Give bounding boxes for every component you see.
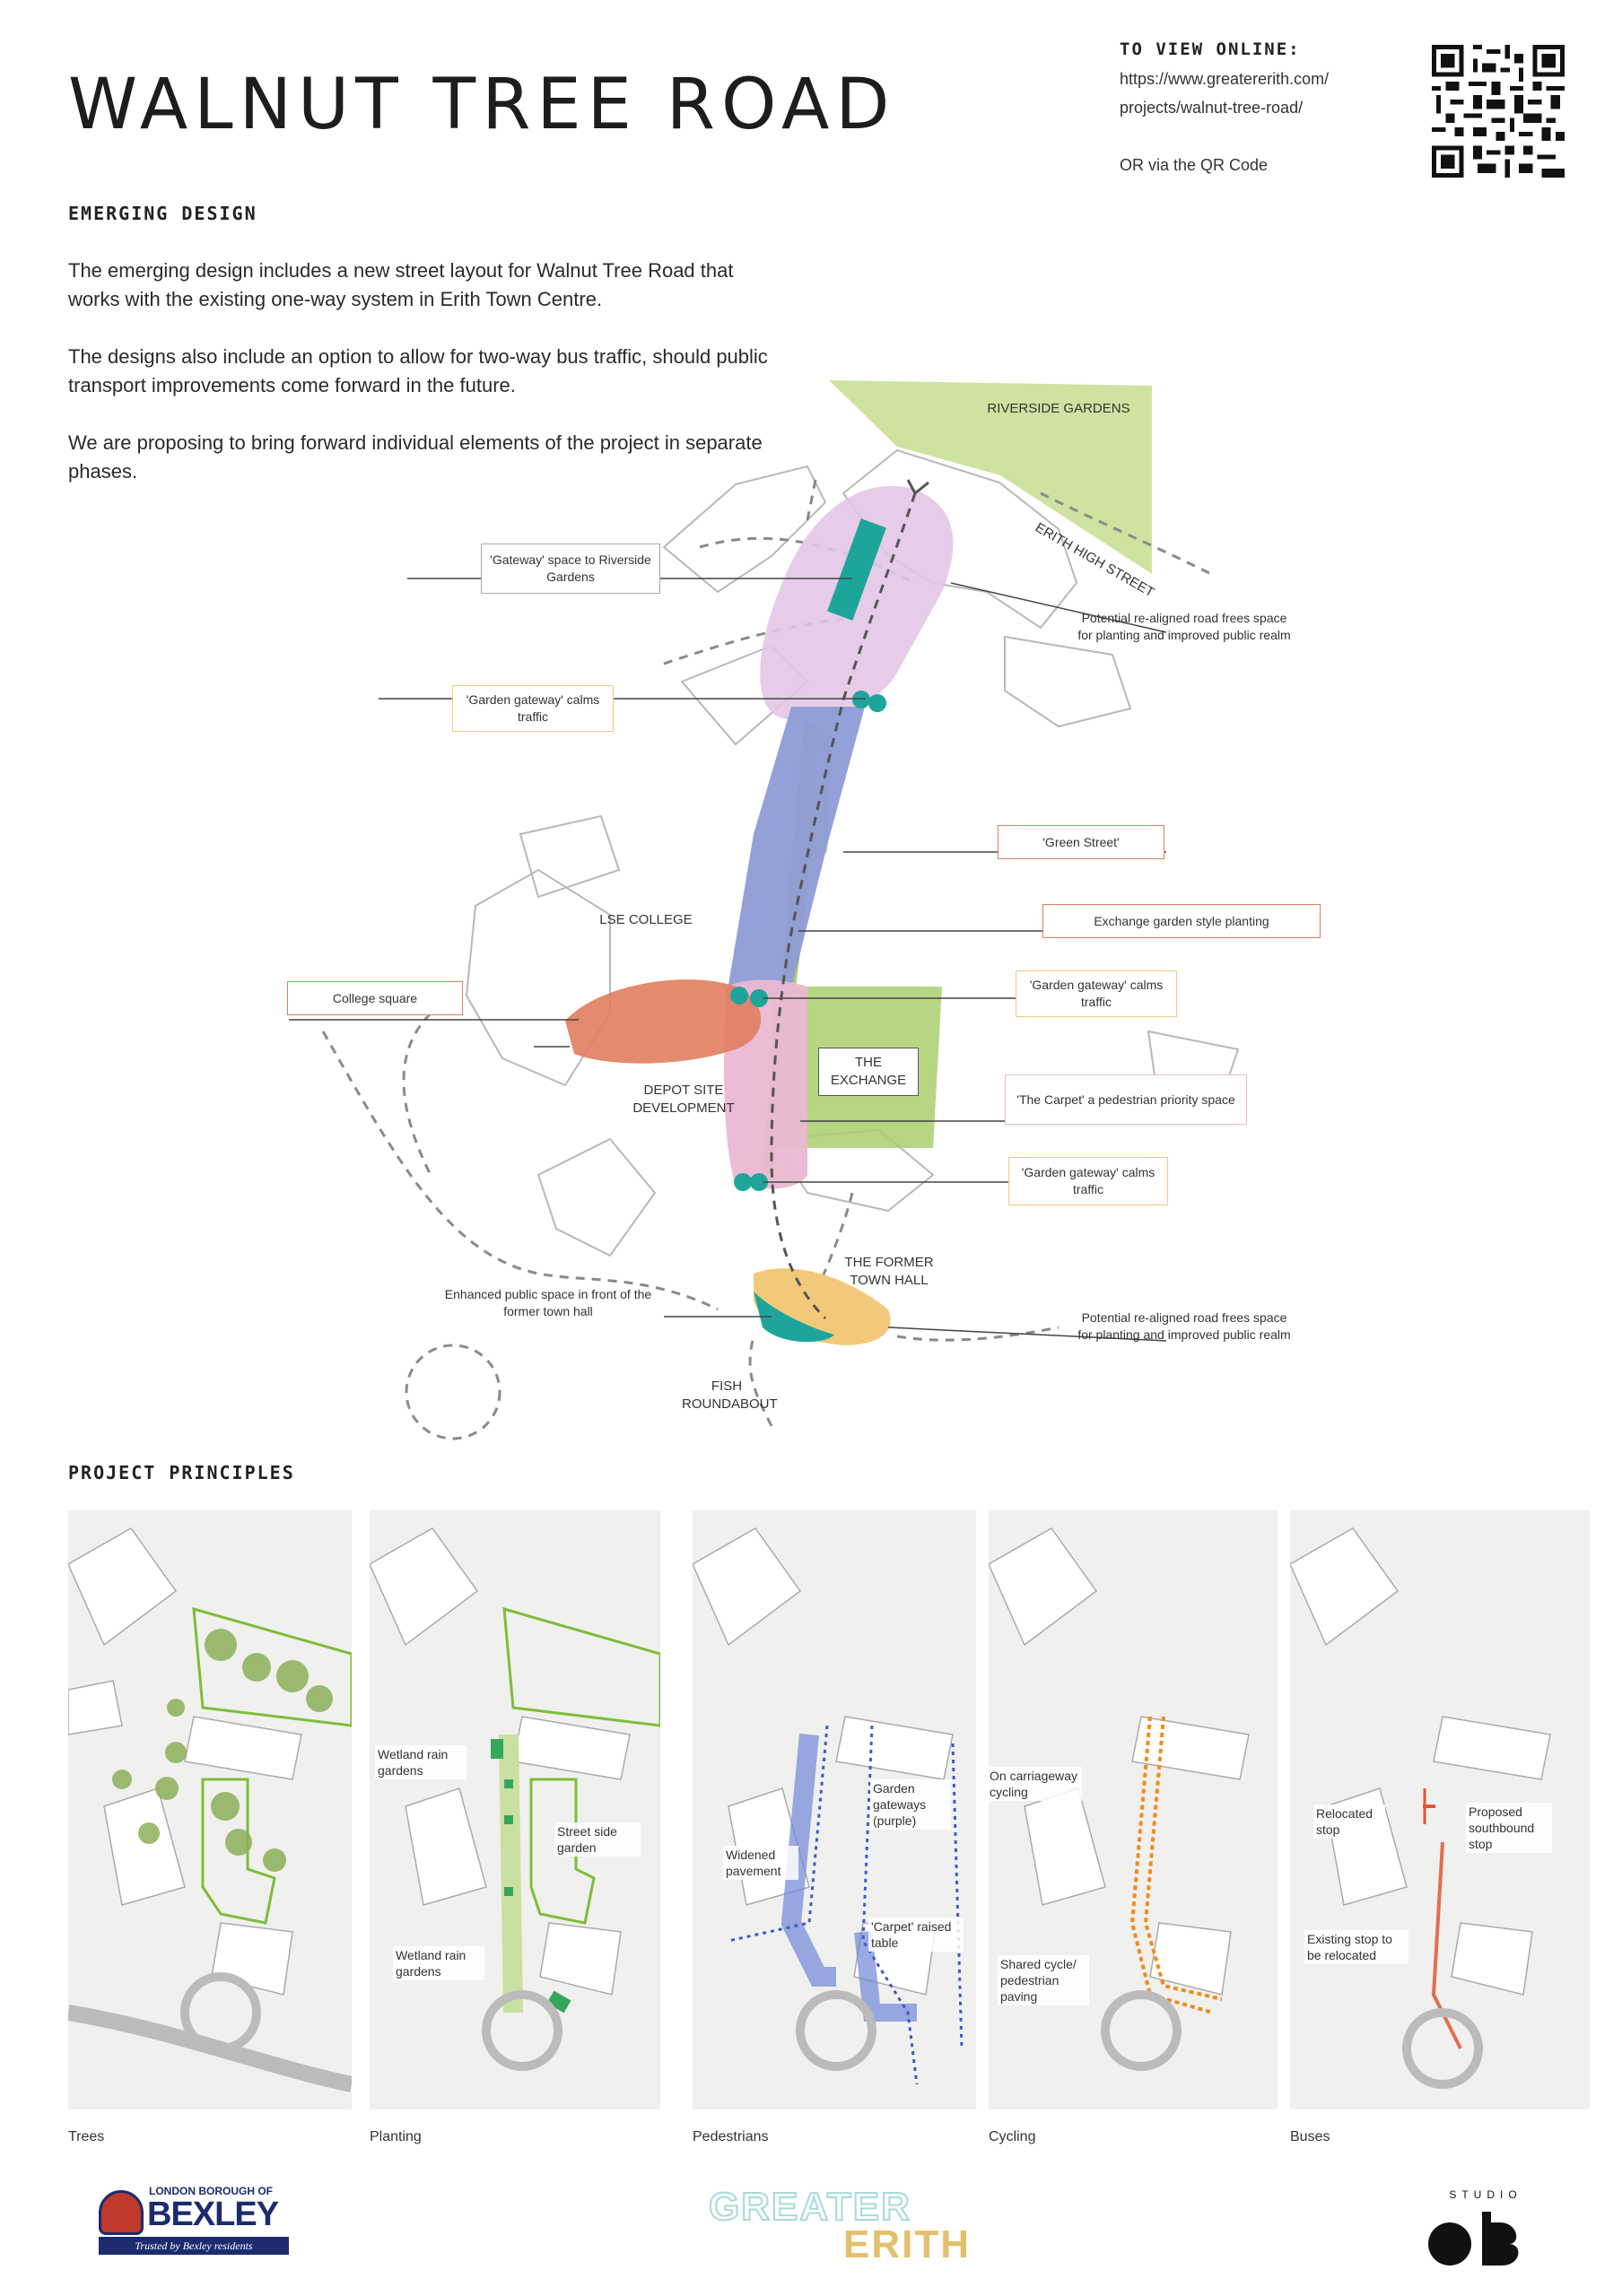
label-wetland-rain-gardens-top: Wetland rain gardens bbox=[375, 1745, 467, 1779]
online-url-line2[interactable]: projects/walnut-tree-road/ bbox=[1120, 99, 1304, 117]
studio-ob-mark-icon bbox=[1428, 2212, 1519, 2266]
label-garden-gateways: Garden gateways (purple) bbox=[870, 1779, 951, 1830]
bexley-top-text: LONDON BOROUGH OF bbox=[149, 2185, 273, 2197]
lse-college-label: LSE COLLEGE bbox=[599, 912, 693, 927]
green-street-callout: 'Green Street' bbox=[998, 825, 1164, 859]
planting-map bbox=[370, 1527, 660, 2071]
caption-pedestrians: Pedestrians bbox=[693, 2129, 769, 2144]
garden-gateway-top-callout: 'Garden gateway' calms traffic bbox=[452, 685, 614, 732]
greater-erith-logo[interactable]: GREATER ERITH bbox=[708, 2184, 971, 2266]
intro-paragraph-1: The emerging design includes a new stree… bbox=[68, 259, 734, 310]
gateway-markers bbox=[730, 691, 886, 1191]
panel-pedestrians: Garden gateways (purple) Widened pavemen… bbox=[693, 1510, 976, 2109]
emerging-design-heading: EMERGING DESIGN bbox=[68, 203, 257, 224]
label-widened-pavement: Widened pavement bbox=[723, 1846, 798, 1880]
bexley-tagline: Trusted by Bexley residents bbox=[99, 2237, 289, 2255]
online-url-line1[interactable]: https://www.greatererith.com/ bbox=[1120, 70, 1330, 88]
studio-ob-logo[interactable]: STUDIO bbox=[1423, 2188, 1548, 2269]
label-relocated-stop: Relocated stop bbox=[1313, 1805, 1385, 1839]
caption-buses: Buses bbox=[1290, 2129, 1330, 2144]
cycling-map bbox=[989, 1527, 1250, 2071]
enhanced-public-space-note: Enhanced public space in front of the fo… bbox=[444, 1287, 652, 1318]
former-town-hall-label: THE FORMER TOWN HALL bbox=[844, 1255, 934, 1288]
college-square-area bbox=[565, 979, 762, 1064]
garden-gateway-bottom-callout: 'Garden gateway' calms traffic bbox=[1008, 1157, 1168, 1205]
gateway-riverside-callout: 'Gateway' space to Riverside Gardens bbox=[481, 544, 660, 594]
exchange-planting-callout: Exchange garden style planting bbox=[1042, 904, 1321, 938]
qr-code-note: OR via the QR Code bbox=[1120, 156, 1269, 174]
label-shared-cycle-paving: Shared cycle/ pedestrian paving bbox=[998, 1955, 1089, 2005]
existing-road-lines bbox=[321, 474, 1212, 1440]
label-street-side-garden: Street side garden bbox=[554, 1822, 641, 1857]
garden-gateway-mid-callout: 'Garden gateway' calms traffic bbox=[1016, 970, 1177, 1017]
panel-buses: Relocated stop Proposed southbound stop … bbox=[1290, 1510, 1590, 2109]
bexley-logo[interactable]: LONDON BOROUGH OF BEXLEY Trusted by Bexl… bbox=[99, 2185, 296, 2257]
riverside-gardens-area bbox=[829, 380, 1152, 574]
green-street-carriageway bbox=[727, 707, 865, 996]
gateway-planting-bed bbox=[827, 518, 886, 621]
caption-planting: Planting bbox=[370, 2129, 422, 2144]
page-title: WALNUT TREE ROAD bbox=[68, 65, 896, 145]
label-proposed-southbound-stop: Proposed southbound stop bbox=[1466, 1803, 1552, 1853]
caption-trees: Trees bbox=[68, 2129, 105, 2144]
bexley-name: BEXLEY bbox=[147, 2196, 279, 2233]
project-principles-heading: PROJECT PRINCIPLES bbox=[68, 1462, 295, 1483]
label-carpet-raised-table: 'Carpet' raised table bbox=[868, 1918, 964, 1952]
intro-paragraph-2: The designs also include an option to al… bbox=[68, 345, 768, 396]
town-hall-planting bbox=[754, 1292, 834, 1343]
intro-paragraph-3: We are proposing to bring forward indivi… bbox=[68, 431, 763, 483]
label-wetland-rain-gardens-bottom: Wetland rain gardens bbox=[393, 1946, 484, 1980]
label-existing-stop-relocated: Existing stop to be relocated bbox=[1304, 1930, 1408, 1964]
panel-cycling: On carriageway cycling Shared cycle/ ped… bbox=[989, 1510, 1278, 2109]
panel-trees bbox=[68, 1510, 352, 2109]
greater-wordmark: GREATER bbox=[708, 2184, 911, 2230]
depot-site-label: DEPOT SITE DEVELOPMENT bbox=[632, 1083, 735, 1116]
buses-map bbox=[1290, 1527, 1551, 2089]
trees-map bbox=[68, 1527, 352, 2092]
erith-wordmark: ERITH bbox=[843, 2222, 971, 2266]
studio-wordmark: STUDIO bbox=[1449, 2188, 1522, 2201]
view-online-heading: TO VIEW ONLINE: bbox=[1120, 39, 1301, 59]
fish-roundabout-label: FISH ROUNDABOUT bbox=[682, 1378, 778, 1412]
realigned-road-bottom-note: Potential re-aligned road frees space fo… bbox=[1077, 1310, 1291, 1342]
route-arrow-head bbox=[906, 479, 929, 495]
main-design-map: RIVERSIDE GARDENS ERITH HIGH STREET LSE … bbox=[269, 368, 1353, 1462]
college-square-callout: College square bbox=[287, 981, 463, 1015]
bexley-crest-icon bbox=[99, 2190, 144, 2235]
qr-code-icon[interactable] bbox=[1432, 45, 1565, 178]
realigned-road-top-note: Potential re-aligned road frees space fo… bbox=[1077, 611, 1291, 642]
the-exchange-label: THE EXCHANGE bbox=[818, 1048, 919, 1096]
panel-planting: Wetland rain gardens Street side garden … bbox=[370, 1510, 660, 2109]
caption-cycling: Cycling bbox=[989, 2129, 1036, 2144]
riverside-gardens-label: RIVERSIDE GARDENS bbox=[987, 401, 1130, 416]
label-on-carriageway-cycling: On carriageway cycling bbox=[989, 1767, 1082, 1801]
the-carpet-callout: 'The Carpet' a pedestrian priority space bbox=[1005, 1074, 1247, 1125]
